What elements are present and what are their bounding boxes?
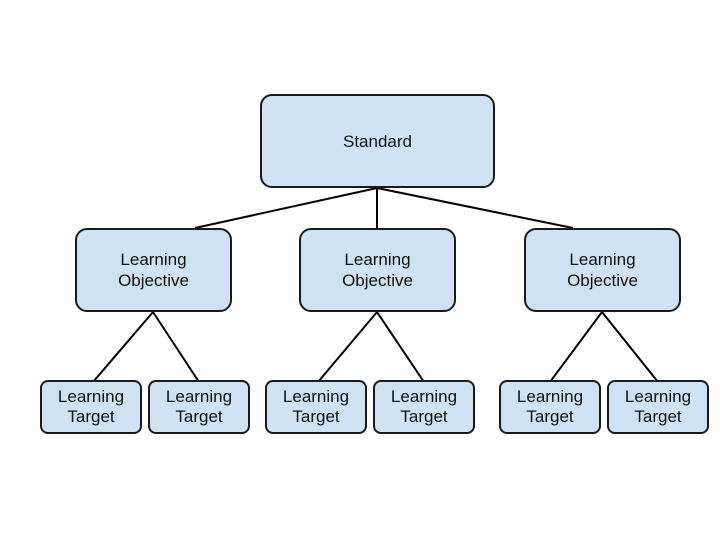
target-label-line1: Learning bbox=[516, 387, 584, 406]
objective-label-line1: Learning bbox=[120, 250, 187, 269]
target-node-3-2: Learning Target bbox=[607, 380, 709, 434]
connector-objective-1-target-2 bbox=[152, 311, 200, 383]
objective-node-1: Learning Objective bbox=[75, 228, 232, 312]
standard-node: Standard bbox=[260, 94, 495, 188]
target-label-line2: Target bbox=[175, 407, 223, 426]
target-node-2-2: Learning Target bbox=[373, 380, 475, 434]
objective-node-3: Learning Objective bbox=[524, 228, 681, 312]
connector-objective-3-target-2 bbox=[601, 311, 659, 383]
objective-label-line2: Objective bbox=[342, 271, 413, 290]
target-node-2-1: Learning Target bbox=[265, 380, 367, 434]
objective-label-line1: Learning bbox=[569, 250, 636, 269]
target-label-line2: Target bbox=[67, 407, 115, 426]
objective-label-line1: Learning bbox=[344, 250, 411, 269]
target-label-line1: Learning bbox=[282, 387, 350, 406]
connector-standard-objective-3 bbox=[376, 187, 574, 229]
connector-objective-2-target-1 bbox=[317, 311, 378, 383]
target-label-line2: Target bbox=[526, 407, 574, 426]
connector-objective-2-target-2 bbox=[376, 311, 425, 383]
target-label-line2: Target bbox=[400, 407, 448, 426]
target-label-line2: Target bbox=[292, 407, 340, 426]
connector-standard-objective-1 bbox=[194, 187, 378, 229]
target-label-line1: Learning bbox=[57, 387, 125, 406]
target-label-line1: Learning bbox=[624, 387, 692, 406]
objective-label-line2: Objective bbox=[567, 271, 638, 290]
target-node-1-2: Learning Target bbox=[148, 380, 250, 434]
target-label-line1: Learning bbox=[390, 387, 458, 406]
target-label-line2: Target bbox=[634, 407, 682, 426]
target-node-3-1: Learning Target bbox=[499, 380, 601, 434]
target-node-1-1: Learning Target bbox=[40, 380, 142, 434]
connector-objective-3-target-1 bbox=[549, 311, 603, 383]
standard-label: Standard bbox=[343, 131, 412, 151]
objective-node-2: Learning Objective bbox=[299, 228, 456, 312]
objective-label-line2: Objective bbox=[118, 271, 189, 290]
connector-objective-1-target-1 bbox=[92, 311, 154, 383]
target-label-line1: Learning bbox=[165, 387, 233, 406]
